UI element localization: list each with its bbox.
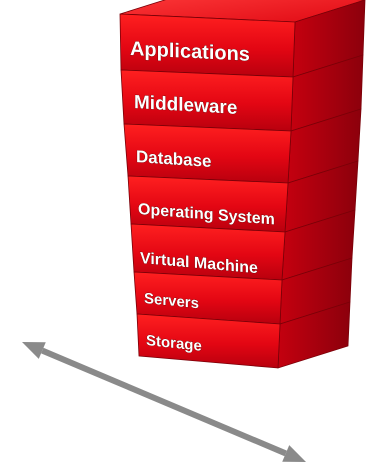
stack-layer: Database	[123, 108, 362, 184]
arrow-head-right	[282, 445, 306, 462]
stack-layer: Storage	[136, 301, 351, 369]
stack-layer: Middleware	[120, 54, 364, 132]
stack-layer: Operating System	[127, 160, 359, 233]
arrow-head-left	[22, 342, 46, 359]
stack-layer-label: Storage	[146, 332, 202, 355]
stack-layer-front	[136, 313, 281, 369]
stack-layer-label: Servers	[144, 290, 199, 312]
double-headed-arrow-icon	[22, 342, 306, 462]
arrow-shaft	[41, 347, 287, 457]
stack-layer: Virtual Machine	[130, 209, 356, 281]
stack-layer: Applications	[119, 0, 366, 78]
stack-layer-label: Middleware	[134, 92, 237, 119]
stack: ApplicationsMiddlewareDatabaseOperating …	[119, 0, 366, 369]
